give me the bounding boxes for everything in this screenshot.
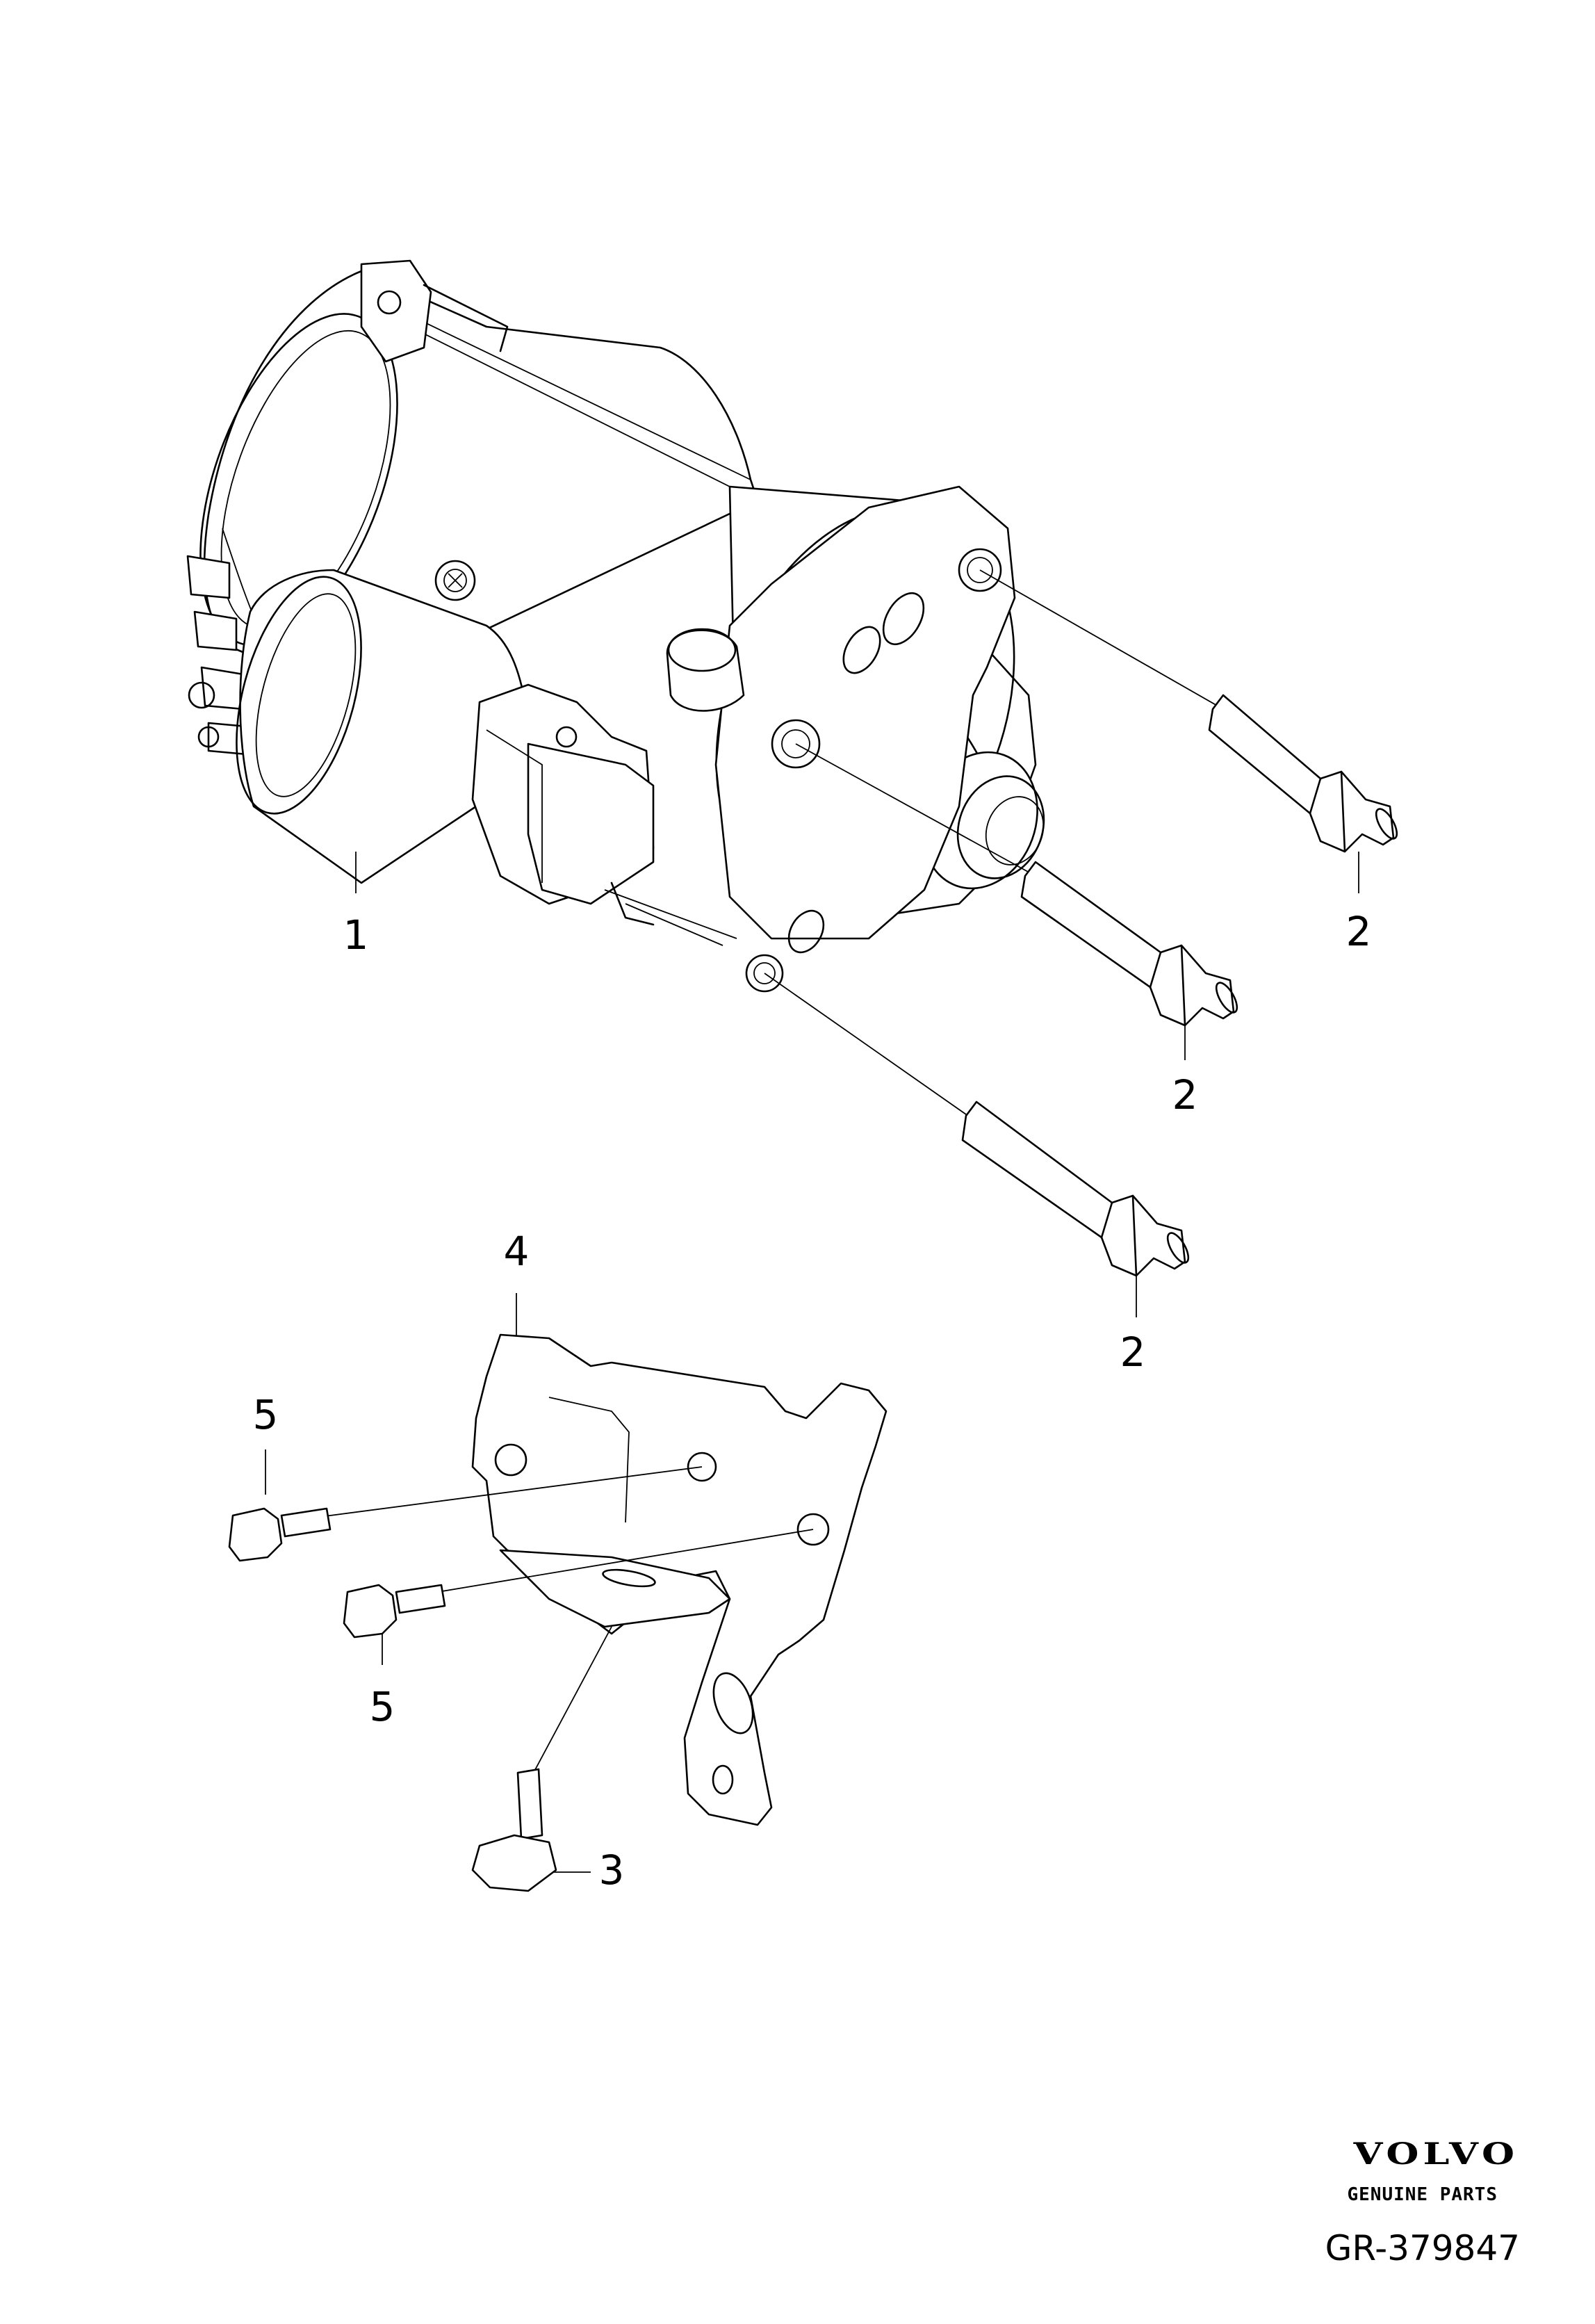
- callout-5-upper: 5: [252, 1391, 279, 1438]
- genuine-parts-label: GENUINE PARTS: [1347, 2184, 1498, 2205]
- stud-lower[interactable]: [764, 973, 1193, 1276]
- callout-2-middle: 2: [1172, 1071, 1198, 1119]
- flange-bolt-upper[interactable]: [229, 1467, 702, 1561]
- stud-middle[interactable]: [796, 744, 1241, 1025]
- diagram-reference: GR-379847: [1325, 2228, 1520, 2268]
- flange-bolt-lower[interactable]: [344, 1529, 813, 1637]
- volvo-logo: VOLVO: [1353, 2136, 1519, 2172]
- stud-upper[interactable]: [980, 570, 1401, 852]
- callout-3: 3: [598, 1846, 625, 1894]
- callout-5-lower: 5: [369, 1683, 395, 1730]
- starter-motor[interactable]: [161, 261, 1068, 991]
- callout-4: 4: [503, 1228, 530, 1275]
- callout-1: 1: [343, 911, 369, 959]
- callout-2-lower: 2: [1120, 1328, 1146, 1376]
- bracket[interactable]: [473, 1335, 886, 1825]
- callout-2-upper: 2: [1345, 908, 1372, 955]
- flange-bolt-vertical[interactable]: [473, 1627, 612, 1891]
